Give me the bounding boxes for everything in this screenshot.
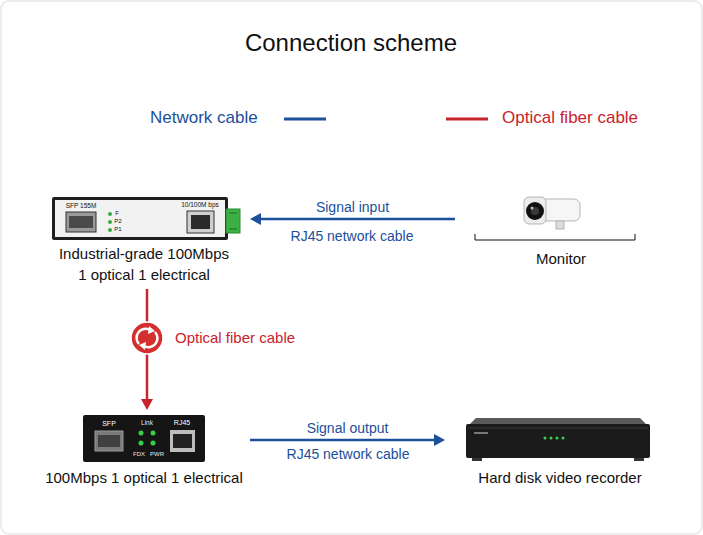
legend-line-fiber — [446, 118, 488, 121]
device-caption: Industrial-grade 100Mbps 1 optical 1 ele… — [56, 243, 232, 285]
recorder-top — [470, 418, 646, 424]
connector-label: Optical fiber cable — [173, 329, 297, 347]
converter-face — [55, 200, 225, 237]
fiber-icon-head — [139, 342, 146, 350]
annotation-label: FDX — [133, 451, 145, 458]
terminal-block — [226, 209, 240, 233]
sfp-port — [66, 212, 96, 232]
device-node: Monitor — [455, 188, 667, 273]
annotation-label: Link — [141, 419, 153, 427]
device-node: Hard disk video recorder — [445, 410, 675, 492]
rj45-port-slot — [173, 434, 192, 448]
legend-line-network — [284, 118, 326, 121]
led — [544, 437, 547, 440]
led — [562, 437, 565, 440]
arrowhead — [434, 434, 445, 446]
sfp-port — [95, 431, 123, 451]
rj45-port — [170, 430, 195, 452]
device-node: Industrial-grade 100Mbps 1 optical 1 ele… — [38, 195, 250, 289]
legend-text: Network cable — [150, 108, 258, 128]
recorder-foot — [634, 458, 644, 461]
device-caption: 100Mbps 1 optical 1 electrical — [38, 467, 250, 488]
recorder-bevel — [468, 428, 648, 429]
annotation-label: P2 — [114, 218, 121, 225]
annotation-label: SFP 155M — [66, 202, 97, 210]
led — [139, 441, 144, 446]
annotation-label: RJ45 network cable — [287, 446, 410, 463]
annotation-label: 10/100M bps — [181, 201, 219, 209]
annotation-label: SFP — [102, 420, 116, 428]
led — [108, 228, 112, 232]
annotation-label: PWR — [150, 451, 164, 458]
annotation-label: P1 — [114, 226, 121, 233]
led — [151, 431, 156, 436]
converter-housing — [83, 415, 205, 462]
converter-housing — [52, 197, 228, 240]
connector-label: Signal input — [314, 199, 391, 216]
brand-plate — [474, 432, 488, 434]
led — [550, 437, 553, 440]
recorder-foot — [472, 458, 482, 461]
led — [108, 212, 112, 216]
sfp-port-slot — [98, 435, 120, 447]
led — [151, 441, 156, 446]
led — [139, 431, 144, 436]
led — [556, 437, 559, 440]
led — [108, 220, 112, 224]
bracket-line — [475, 240, 635, 241]
bracket-tick — [635, 234, 636, 240]
fiber-icon-head — [148, 326, 155, 334]
rj45-port-slot — [191, 215, 210, 229]
lens-glint — [531, 207, 534, 210]
terminal-screw — [229, 229, 237, 230]
fiber-icon-arrow — [144, 332, 157, 347]
camera-mount — [556, 221, 564, 229]
legend-text: Optical fiber cable — [502, 108, 638, 128]
sfp-port-slot — [69, 216, 93, 228]
connector-line — [260, 218, 455, 221]
arrowhead — [250, 213, 261, 225]
connector-label: Signal output — [305, 420, 391, 437]
camera-hood — [524, 197, 546, 224]
annotation-label: RJ45 — [174, 419, 190, 427]
recorder-front — [466, 424, 650, 458]
camera-lens — [526, 202, 544, 220]
annotation-label: F — [115, 210, 119, 217]
camera-lens-inner — [531, 207, 539, 215]
diagram-title: Connection scheme — [245, 29, 457, 58]
device-caption: Monitor — [455, 248, 667, 269]
arrowhead — [141, 399, 153, 410]
bracket-tick — [475, 234, 476, 240]
terminal-screw — [229, 213, 237, 214]
device-caption: Hard disk video recorder — [445, 467, 675, 488]
rj45-port — [187, 211, 214, 233]
annotation-label: RJ45 network cable — [291, 228, 414, 245]
connector-line — [250, 439, 435, 442]
fiber-icon-arrow — [137, 329, 150, 344]
fiber-icon — [131, 322, 163, 354]
